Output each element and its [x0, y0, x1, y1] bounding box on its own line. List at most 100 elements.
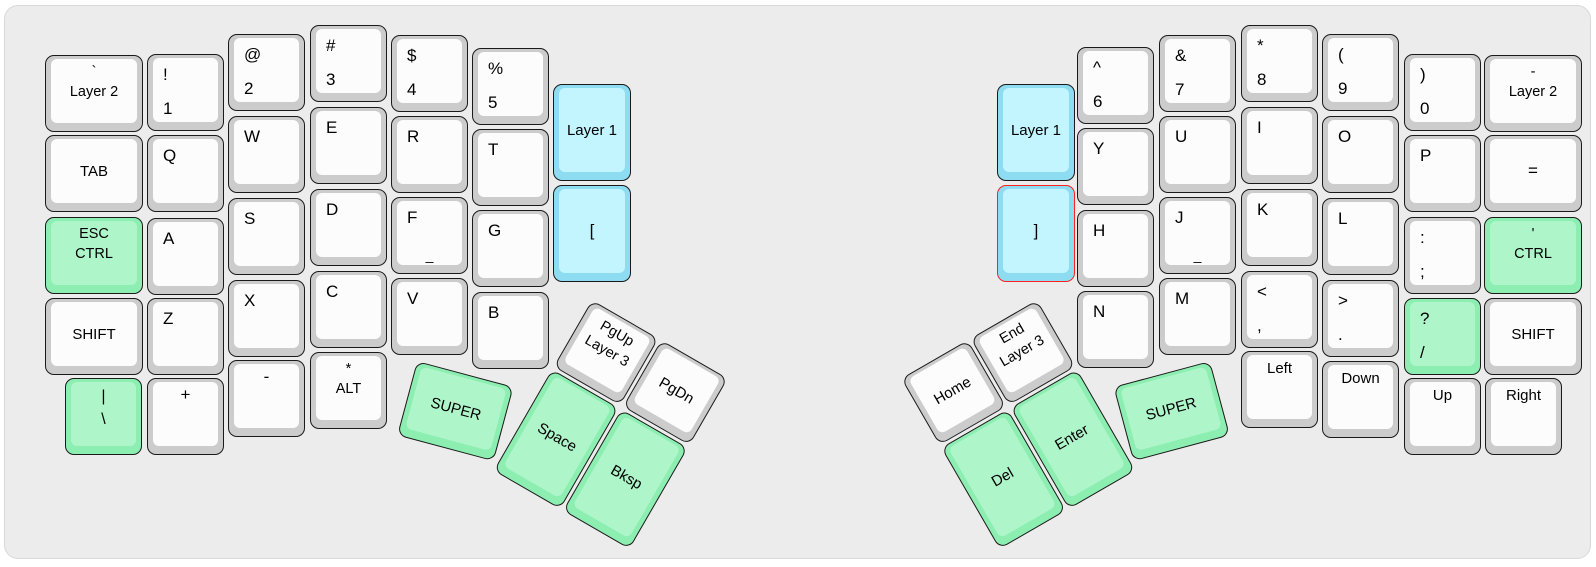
- key-f[interactable]: F_: [391, 197, 468, 274]
- key-k[interactable]: K: [1241, 189, 1318, 266]
- key-minus[interactable]: -: [228, 360, 305, 437]
- key-g[interactable]: G: [472, 210, 549, 287]
- key-super-right[interactable]: SUPER: [1113, 361, 1230, 462]
- key-legend: Up: [1410, 382, 1475, 446]
- key-legend-line: Layer 1: [566, 121, 618, 139]
- key-legend-line: !: [163, 65, 168, 84]
- keycap-face: Z: [153, 302, 218, 366]
- key-m[interactable]: M: [1159, 278, 1236, 355]
- key-legend: `Layer 2: [51, 59, 137, 123]
- key-legend-line: Bksp: [607, 461, 646, 493]
- key-9[interactable]: (9: [1322, 34, 1399, 111]
- keycap-face: SUPER: [1120, 366, 1222, 452]
- key-e[interactable]: E: [310, 107, 387, 184]
- key-semicolon[interactable]: :;: [1404, 217, 1481, 294]
- key-period[interactable]: >.: [1322, 280, 1399, 357]
- key-layer2-right[interactable]: -Layer 2: [1484, 55, 1582, 132]
- key-legend-line: 5: [488, 93, 498, 112]
- key-legend-line: Layer 1: [1010, 121, 1062, 139]
- key-r[interactable]: R: [391, 116, 468, 193]
- keycap-face: 'CTRL: [1490, 221, 1576, 285]
- key-y[interactable]: Y: [1077, 128, 1154, 205]
- key-legend: Layer 1: [559, 88, 625, 172]
- key-legend-line: ESC: [79, 226, 109, 242]
- key-d[interactable]: D: [310, 189, 387, 266]
- key-legend: TAB: [51, 139, 137, 203]
- key-legend-line: *: [1257, 36, 1264, 55]
- key-legend: U: [1165, 120, 1230, 184]
- key-1[interactable]: !1: [147, 54, 224, 131]
- key-v[interactable]: V: [391, 278, 468, 355]
- key-o[interactable]: O: [1322, 116, 1399, 193]
- key-star-alt[interactable]: *ALT: [310, 352, 387, 429]
- key-i[interactable]: I: [1241, 107, 1318, 184]
- key-layer1-right[interactable]: Layer 1: [997, 84, 1075, 181]
- key-legend: <,: [1247, 275, 1312, 339]
- key-legend-line: *: [345, 361, 352, 377]
- keycap-face: Down: [1328, 365, 1393, 429]
- key-7[interactable]: &7: [1159, 35, 1236, 112]
- key-q[interactable]: Q: [147, 135, 224, 212]
- key-pipe-backslash[interactable]: |\: [65, 378, 142, 455]
- key-w[interactable]: W: [228, 116, 305, 193]
- key-legend-line: Z: [163, 309, 174, 328]
- key-legend-line: (: [1338, 45, 1344, 64]
- key-shift-right[interactable]: SHIFT: [1484, 298, 1582, 375]
- key-3[interactable]: #3: [310, 25, 387, 102]
- key-a[interactable]: A: [147, 218, 224, 295]
- key-z[interactable]: Z: [147, 298, 224, 375]
- key-j[interactable]: J_: [1159, 197, 1236, 274]
- key-comma[interactable]: <,: [1241, 271, 1318, 348]
- key-layer1-left[interactable]: Layer 1: [553, 84, 631, 181]
- key-right-arrow[interactable]: Right: [1485, 378, 1562, 455]
- key-legend: V: [397, 282, 462, 346]
- key-s[interactable]: S: [228, 198, 305, 275]
- key-legend-line: Enter: [1051, 420, 1092, 454]
- key-2[interactable]: @2: [228, 34, 305, 111]
- key-legend-line: %: [488, 59, 504, 78]
- key-legend-line: SHIFT: [72, 325, 116, 343]
- key-equals[interactable]: =: [1484, 135, 1582, 212]
- key-h[interactable]: H: [1077, 210, 1154, 287]
- key-lbracket[interactable]: [: [553, 185, 631, 282]
- key-shift-left[interactable]: SHIFT: [45, 298, 143, 375]
- key-t[interactable]: T: [472, 129, 549, 206]
- key-n[interactable]: N: [1077, 291, 1154, 368]
- key-c[interactable]: C: [310, 271, 387, 348]
- key-legend-line: ;: [1420, 262, 1425, 281]
- key-p[interactable]: P: [1404, 135, 1481, 212]
- keycap-face: @2: [234, 38, 299, 102]
- key-b[interactable]: B: [472, 292, 549, 369]
- key-tab[interactable]: TAB: [45, 135, 143, 212]
- key-esc-ctrl[interactable]: ESC CTRL: [45, 217, 143, 294]
- key-legend-line: R: [407, 127, 420, 146]
- key-up-arrow[interactable]: Up: [1404, 378, 1481, 455]
- key-u[interactable]: U: [1159, 116, 1236, 193]
- keycap-face: %5: [478, 52, 543, 116]
- key-layer2-left[interactable]: `Layer 2: [45, 55, 143, 132]
- key-legend-line: 9: [1338, 79, 1348, 98]
- key-legend-line: 1: [163, 99, 173, 118]
- key-legend: !1: [153, 58, 218, 122]
- key-down-arrow[interactable]: Down: [1322, 361, 1399, 438]
- key-super-left[interactable]: SUPER: [397, 361, 514, 462]
- key-left-arrow[interactable]: Left: [1241, 351, 1318, 428]
- key-legend-line: -: [263, 367, 270, 386]
- key-l[interactable]: L: [1322, 198, 1399, 275]
- key-plus[interactable]: +: [147, 378, 224, 455]
- key-rbracket[interactable]: ]: [997, 185, 1075, 282]
- keycap-face: L: [1328, 202, 1393, 266]
- key-legend-line: Up: [1432, 387, 1453, 404]
- key-slash[interactable]: ?/: [1404, 298, 1481, 375]
- key-6[interactable]: ^6: [1077, 47, 1154, 124]
- key-5[interactable]: %5: [472, 48, 549, 125]
- keycap-face: W: [234, 120, 299, 184]
- key-legend: W: [234, 120, 299, 184]
- key-quote-ctrl[interactable]: 'CTRL: [1484, 217, 1582, 294]
- key-8[interactable]: *8: [1241, 25, 1318, 102]
- key-legend: E: [316, 111, 381, 175]
- key-4[interactable]: $4: [391, 35, 468, 112]
- key-legend-line: CTRL: [75, 246, 113, 262]
- key-0[interactable]: )0: [1404, 54, 1481, 131]
- key-x[interactable]: X: [228, 280, 305, 357]
